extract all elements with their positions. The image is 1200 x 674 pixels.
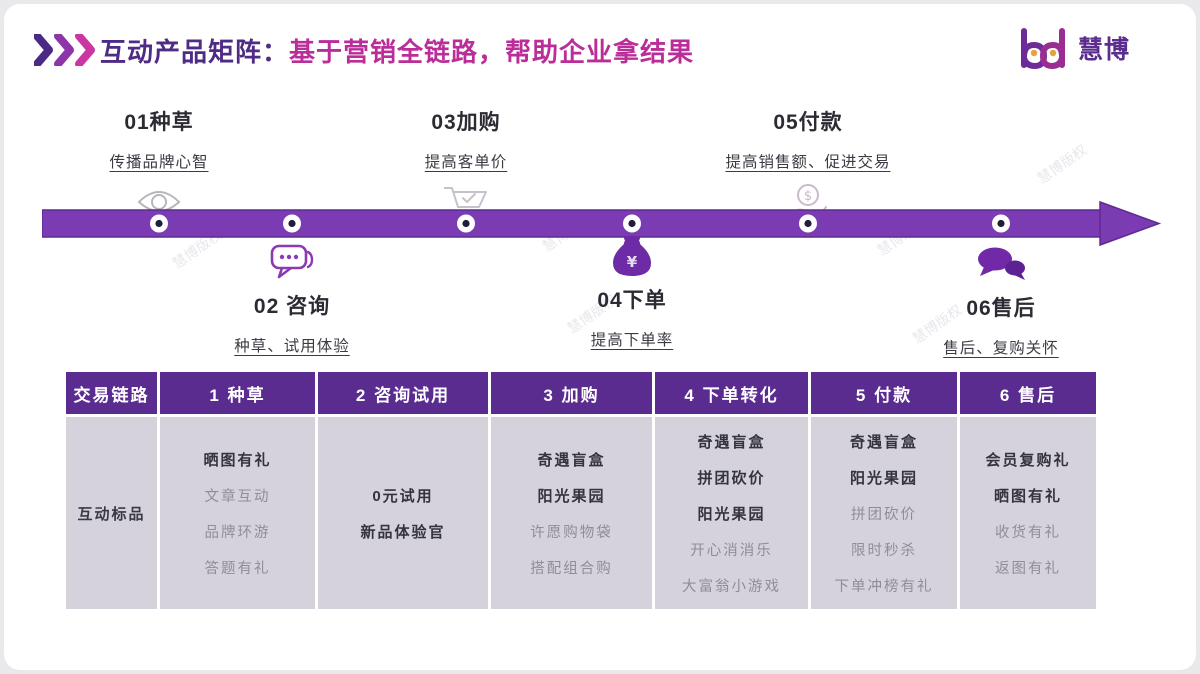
product-item: 阳光果园 (849, 469, 918, 487)
cell-seeding: 晒图有礼 文章互动 品牌环游 答题有礼 (160, 417, 315, 609)
stage-05-payment: 05付款 提高销售额、促进交易 $ (668, 106, 948, 222)
product-item: 拼团砍价 (851, 506, 917, 523)
product-item: 限时秒杀 (851, 542, 917, 559)
triple-chevron-icon (34, 34, 95, 66)
stage-06-after-sales: 06售后 售后、复购关怀 (861, 244, 1141, 358)
stage-title: 04下单 (597, 289, 667, 312)
stage-02-consult: 02 咨询 种草、试用体验 (152, 242, 432, 356)
product-item: 答题有礼 (204, 560, 271, 577)
product-item: 收货有礼 (995, 524, 1061, 541)
stage-title: 01种草 (124, 111, 194, 134)
row-label-cell: 互动标品 (66, 417, 157, 609)
column-header: 1 种草 (160, 372, 315, 414)
cell-payment: 奇遇盲盒 阳光果园 拼团砍价 限时秒杀 下单冲榜有礼 (811, 417, 957, 609)
product-item: 0元试用 (372, 487, 434, 505)
chat-dots-icon (152, 242, 432, 282)
slide-background: 互动产品矩阵：基于营销全链路，帮助企业拿结果 慧博 慧博版权 慧博版权 慧博版权… (4, 4, 1196, 670)
product-item: 会员复购礼 (985, 451, 1071, 469)
column-header: 3 加购 (491, 372, 652, 414)
stage-01-seeding: 01种草 传播品牌心智 (19, 106, 299, 222)
product-item: 奇遇盲盒 (849, 433, 918, 451)
product-item: 晒图有礼 (993, 487, 1062, 505)
column-header: 2 咨询试用 (318, 372, 488, 414)
stage-title: 05付款 (773, 111, 843, 134)
product-item: 新品体验官 (360, 523, 446, 541)
stage-title: 06售后 (966, 297, 1036, 320)
column-header: 交易链路 (66, 372, 157, 414)
column-header: 4 下单转化 (655, 372, 808, 414)
product-item: 开心消消乐 (690, 542, 773, 559)
product-item: 奇遇盲盒 (697, 433, 766, 451)
product-item: 拼团砍价 (697, 469, 766, 487)
stage-subtitle: 提高销售额、促进交易 (725, 154, 891, 171)
page-title-prefix: 互动产品矩阵： (100, 37, 290, 67)
product-item: 下单冲榜有礼 (834, 578, 934, 595)
column-header: 5 付款 (811, 372, 957, 414)
product-item: 许愿购物袋 (530, 524, 613, 541)
product-matrix-table: 交易链路 1 种草 2 咨询试用 3 加购 4 下单转化 5 付款 6 售后 互… (66, 372, 1096, 609)
stage-title: 02 咨询 (253, 295, 331, 318)
stage-04-order: ¥ 04下单 提高下单率 (492, 235, 772, 350)
product-item: 大富翁小游戏 (682, 578, 781, 595)
money-bag-icon: ¥ (492, 235, 772, 276)
logo-text: 慧博 (1078, 36, 1131, 64)
cell-consult-trial: 0元试用 新品体验官 (318, 417, 488, 609)
timeline-node (150, 214, 1010, 233)
page-title: 互动产品矩阵：基于营销全链路，帮助企业拿结果 (100, 32, 694, 69)
logo-hb-icon (1021, 28, 1065, 70)
product-item: 阳光果园 (537, 487, 606, 505)
product-item: 奇遇盲盒 (537, 451, 606, 469)
column-header: 6 售后 (960, 372, 1096, 414)
watermark: 慧博版权 (1034, 141, 1090, 187)
stage-subtitle: 提高客单价 (424, 154, 508, 171)
product-item: 文章互动 (204, 488, 271, 505)
product-item: 搭配组合购 (530, 560, 613, 577)
cell-order-conversion: 奇遇盲盒 拼团砍价 阳光果园 开心消消乐 大富翁小游戏 (655, 417, 808, 609)
stage-subtitle: 传播品牌心智 (109, 154, 209, 171)
page-title-highlight: 基于营销全链路，帮助企业拿结果 (289, 37, 695, 67)
svg-text:¥: ¥ (627, 253, 638, 271)
cell-after-sales: 会员复购礼 晒图有礼 收货有礼 返图有礼 (960, 417, 1096, 609)
cell-add-to-cart: 奇遇盲盒 阳光果园 许愿购物袋 搭配组合购 (491, 417, 652, 609)
product-item: 品牌环游 (204, 524, 271, 541)
timeline-arrow (42, 200, 1162, 247)
logo: 慧博 (1016, 24, 1164, 72)
product-item: 晒图有礼 (203, 451, 272, 469)
product-item: 阳光果园 (697, 505, 766, 523)
stage-subtitle: 提高下单率 (590, 332, 674, 349)
stage-subtitle: 售后、复购关怀 (943, 340, 1059, 357)
svg-text:$: $ (804, 189, 812, 204)
stage-title: 03加购 (431, 111, 501, 134)
row-label: 互动标品 (77, 505, 146, 523)
stage-subtitle: 种草、试用体验 (234, 338, 350, 355)
chat-double-icon (861, 244, 1141, 284)
product-item: 返图有礼 (995, 560, 1061, 577)
